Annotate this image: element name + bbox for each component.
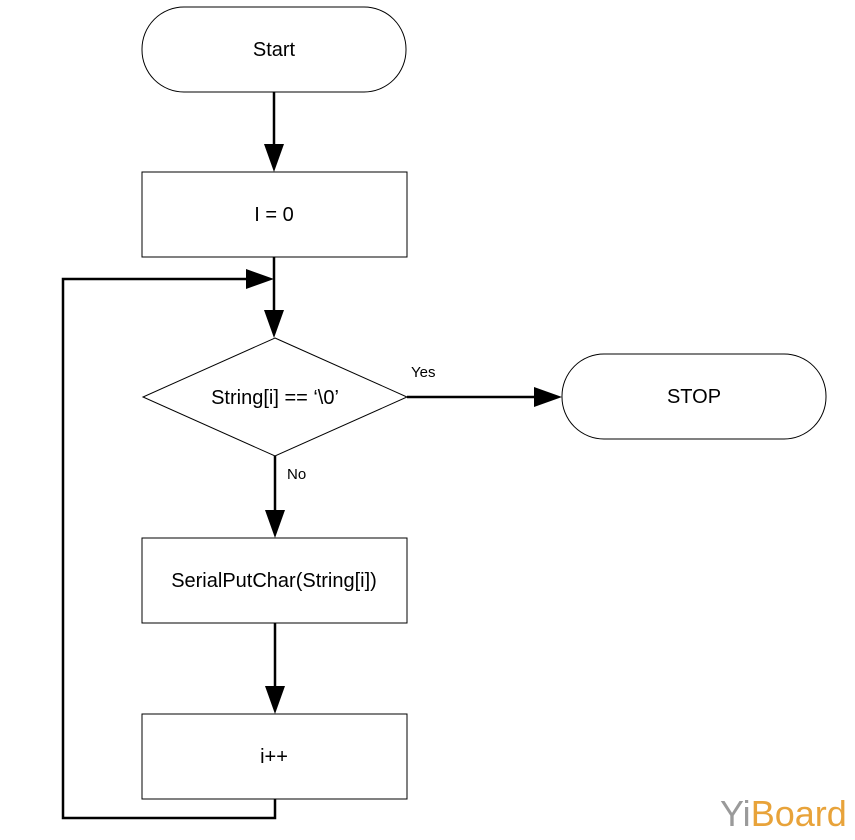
watermark-prefix: Yi (720, 793, 751, 834)
output-process-shape (141, 537, 408, 624)
watermark-text: YiBoard (720, 793, 847, 834)
output-label: SerialPutChar(String[i]) (171, 570, 377, 592)
arrow-loop-back-line (61, 277, 277, 820)
arrow-condition-to-output-head (265, 510, 285, 538)
arrow-loop-back (61, 269, 277, 820)
arrow-condition-to-stop-head (534, 387, 562, 407)
start-node: Start (141, 6, 407, 93)
no-edge-label: No (287, 466, 306, 483)
arrow-condition-to-stop: Yes (407, 364, 562, 407)
init-node: I = 0 (141, 171, 408, 258)
arrow-start-to-init (264, 92, 284, 172)
arrow-start-to-init-head (264, 144, 284, 172)
watermark-suffix: Board (751, 793, 847, 834)
yes-edge-label: Yes (411, 364, 435, 381)
start-label: Start (253, 39, 296, 61)
increment-label: i++ (260, 746, 288, 768)
watermark-logo: YiBoard (720, 793, 847, 834)
arrow-init-to-condition-head (264, 310, 284, 338)
arrow-loop-back-head (246, 269, 274, 289)
output-node: SerialPutChar(String[i]) (141, 537, 408, 624)
stop-terminal-shape (561, 353, 827, 440)
stop-label: STOP (667, 386, 721, 408)
init-label: I = 0 (254, 204, 293, 226)
increment-process-shape (141, 713, 408, 800)
arrow-init-to-condition (264, 257, 284, 338)
arrow-condition-to-output: No (265, 456, 306, 538)
increment-node: i++ (141, 713, 408, 800)
init-process-shape (141, 171, 408, 258)
condition-label: String[i] == ‘\0’ (211, 387, 339, 409)
condition-node: String[i] == ‘\0’ (141, 337, 409, 457)
arrow-output-to-increment (265, 623, 285, 714)
stop-node: STOP (561, 353, 827, 440)
arrow-output-to-increment-head (265, 686, 285, 714)
